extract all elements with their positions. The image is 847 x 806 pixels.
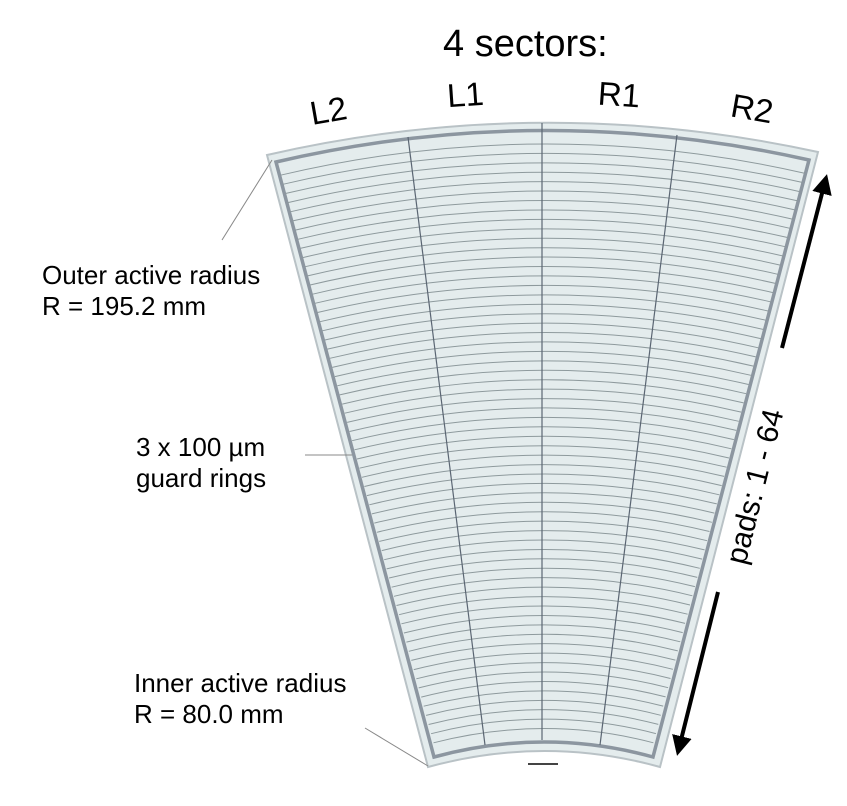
pad-row-line	[413, 652, 674, 671]
guard-ring-border	[273, 128, 812, 760]
outer-radius-label: Outer active radius R = 195.2 mm	[42, 260, 260, 322]
pad-row-line	[391, 567, 696, 588]
pad-row-line	[342, 379, 744, 405]
guard-rings-line2: guard rings	[136, 463, 267, 494]
pad-row-line	[361, 454, 725, 478]
pad-row-line	[366, 473, 720, 497]
pad-row-line	[319, 294, 766, 323]
pad-row-line	[421, 680, 666, 698]
pad-row-line	[418, 671, 669, 689]
inner-radius-line1: Inner active radius	[134, 668, 347, 698]
guard-rings-label: 3 x 100 µm guard rings	[136, 432, 266, 494]
sector-label-l2: L2	[307, 89, 350, 132]
pad-row-line	[384, 539, 703, 561]
pad-row-line	[369, 482, 717, 506]
pad-row-line	[359, 445, 727, 469]
sector-divider-lines	[407, 123, 678, 746]
sector-label-l1: L1	[445, 74, 485, 115]
pad-row-line	[309, 256, 776, 286]
pad-row-line	[364, 464, 722, 487]
pad-row-line	[317, 284, 769, 313]
pad-row-line	[428, 709, 659, 725]
pad-row-line	[349, 407, 737, 432]
pad-row-line	[322, 303, 764, 332]
pad-row-line	[425, 699, 661, 716]
figure-title: 4 sectors:	[443, 23, 608, 65]
pads-arrow-down	[672, 591, 720, 756]
pad-row-line	[403, 614, 683, 634]
pad-row-line	[379, 520, 708, 542]
pad-row-line	[324, 313, 761, 341]
pad-row-line	[329, 332, 756, 359]
outer-radius-leader	[221, 159, 273, 241]
pad-row-line	[398, 596, 688, 616]
pad-row-line	[332, 341, 754, 368]
pad-row-line	[356, 435, 730, 460]
pad-row-line	[327, 322, 759, 350]
outer-radius-line2: R = 195.2 mm	[42, 291, 207, 322]
pad-row-line	[423, 690, 664, 707]
pad-row-line	[408, 633, 678, 652]
pad-row-line	[381, 530, 705, 552]
pad-row-line	[346, 398, 739, 423]
pad-row-line	[354, 426, 732, 451]
inner-radius-line2: R = 80.0 mm	[134, 699, 284, 730]
pad-row-line	[386, 548, 700, 570]
outer-radius-line1: Outer active radius	[42, 260, 261, 290]
pad-row-line	[416, 662, 671, 680]
sector-divider-r1-r2	[599, 134, 678, 746]
pad-row-line	[396, 586, 691, 606]
sector-divider-l2-l1	[407, 136, 486, 746]
guard-rings-line1: 3 x 100 µm	[136, 432, 266, 462]
pads-arrow-up	[780, 174, 832, 349]
inner-radius-leader	[364, 727, 429, 767]
pad-row-line	[393, 577, 693, 597]
pad-row-line	[351, 416, 735, 442]
pad-row-line	[337, 360, 749, 387]
sector-label-r1: R1	[596, 74, 642, 115]
pad-row-line	[344, 388, 742, 414]
pad-row-line	[388, 558, 698, 579]
pad-row-line	[433, 728, 654, 744]
pad-row-line	[374, 501, 713, 524]
pad-row-line	[376, 511, 710, 533]
pad-row-line	[339, 369, 747, 396]
pad-row-line	[371, 492, 715, 515]
sector-label-r2: R2	[728, 86, 777, 131]
pad-row-line	[401, 605, 686, 625]
pad-row-line	[406, 624, 681, 643]
inner-radius-label: Inner active radius R = 80.0 mm	[134, 668, 346, 730]
pad-row-line	[334, 350, 752, 378]
pad-row-line	[312, 266, 774, 295]
pad-row-line	[307, 247, 778, 277]
pad-row-line	[314, 275, 771, 304]
pad-row-line	[430, 718, 657, 735]
pad-row-line	[411, 643, 676, 661]
